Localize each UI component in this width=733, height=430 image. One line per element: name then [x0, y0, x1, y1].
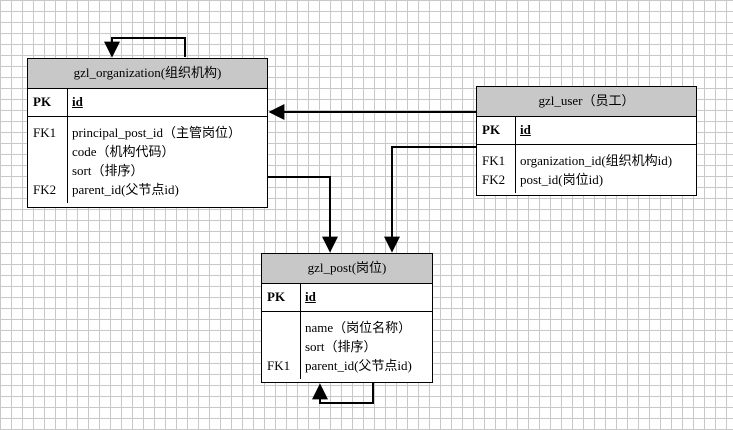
primary-key-row: PK id [28, 89, 267, 117]
entity-user[interactable]: gzl_user（员工） PK id FK1 FK2 organization_… [476, 86, 697, 196]
field-name: organization_id(组织机构id) [520, 153, 673, 168]
field-name: name（岗位名称） [305, 320, 412, 335]
self-reference-arrow-post [312, 383, 374, 404]
field-name: code（机构代码） [72, 144, 175, 159]
entity-organization[interactable]: gzl_organization(组织机构) PK id FK1 FK2 pri… [27, 58, 268, 208]
field-column: name（岗位名称） sort（排序） parent_id(父节点id) [301, 312, 412, 379]
entity-fields: FK1 FK2 principal_post_id（主管岗位） code（机构代… [28, 117, 267, 203]
field-name: post_id(岗位id) [520, 172, 604, 187]
self-reference-arrow-organization [104, 37, 186, 58]
field-key: FK1 [33, 125, 57, 140]
organization-to-post-arrow [268, 176, 338, 253]
user-to-post-arrow [384, 146, 476, 253]
entity-title: gzl_user（员工） [477, 87, 696, 117]
entity-title: gzl_organization(组织机构) [28, 59, 267, 89]
key-column: FK1 FK2 [477, 145, 516, 193]
pk-field: id [72, 94, 83, 109]
key-column: FK1 [262, 312, 301, 379]
field-key: FK1 [482, 153, 506, 168]
field-key: FK2 [33, 182, 57, 197]
key-column: FK1 FK2 [28, 117, 68, 203]
entity-title: gzl_post(岗位) [262, 254, 432, 284]
pk-label: PK [477, 117, 516, 144]
field-column: organization_id(组织机构id) post_id(岗位id) [516, 145, 672, 193]
field-name: sort（排序） [72, 163, 144, 178]
pk-field: id [305, 289, 316, 304]
field-key: FK2 [482, 172, 506, 187]
entity-fields: FK1 name（岗位名称） sort（排序） parent_id(父节点id) [262, 312, 432, 379]
field-column: principal_post_id（主管岗位） code（机构代码） sort（… [68, 117, 241, 203]
field-name: parent_id(父节点id) [305, 358, 412, 373]
pk-label: PK [28, 89, 68, 116]
entity-post[interactable]: gzl_post(岗位) PK id FK1 name（岗位名称） sort（排… [261, 253, 433, 383]
primary-key-row: PK id [262, 284, 432, 312]
pk-field: id [520, 122, 531, 137]
entity-fields: FK1 FK2 organization_id(组织机构id) post_id(… [477, 145, 696, 193]
pk-label: PK [262, 284, 301, 311]
field-name: parent_id(父节点id) [72, 182, 179, 197]
primary-key-row: PK id [477, 117, 696, 145]
field-name: sort（排序） [305, 339, 377, 354]
field-key: FK1 [267, 358, 291, 373]
field-name: principal_post_id（主管岗位） [72, 125, 241, 140]
